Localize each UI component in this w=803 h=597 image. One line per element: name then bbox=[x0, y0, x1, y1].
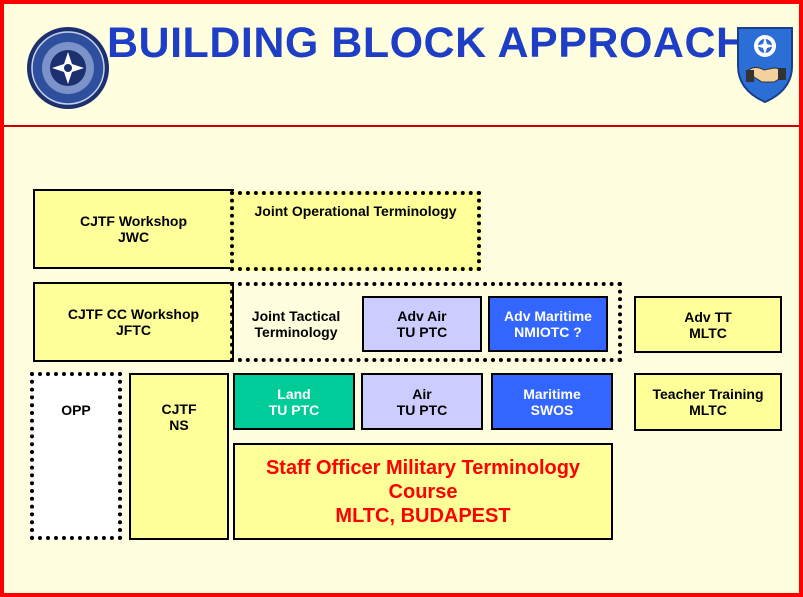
block-adv-tt: Adv TT MLTC bbox=[634, 296, 782, 353]
block-cjtf-ns: CJTF NS bbox=[129, 373, 229, 540]
block-staff-officer-course: Staff Officer Military Terminology Cours… bbox=[233, 443, 613, 540]
pfp-shield-icon bbox=[737, 27, 793, 104]
block-line: CJTF CC Workshop bbox=[67, 306, 200, 322]
block-line: Adv Air bbox=[397, 308, 447, 324]
block-line: Terminology bbox=[254, 324, 338, 340]
block-line: Course bbox=[388, 480, 458, 503]
block-adv-maritime: Adv Maritime NMIOTC ? bbox=[488, 296, 608, 352]
act-seal-icon bbox=[27, 27, 109, 109]
block-line: TU PTC bbox=[268, 401, 320, 418]
block-joint-tactical-frame bbox=[230, 282, 622, 362]
header-divider bbox=[4, 125, 799, 127]
block-line: Land bbox=[277, 385, 311, 402]
block-line: NS bbox=[169, 417, 189, 433]
block-cjtf-workshop: CJTF Workshop JWC bbox=[33, 189, 234, 269]
block-line: Joint Operational Terminology bbox=[254, 203, 457, 219]
block-maritime: Maritime SWOS bbox=[491, 373, 613, 430]
block-line: Maritime bbox=[523, 385, 581, 402]
block-line: MLTC bbox=[689, 324, 727, 341]
block-air: Air TU PTC bbox=[361, 373, 483, 430]
block-line: Joint Tactical bbox=[251, 308, 341, 324]
slide: BUILDING BLOCK APPROACH CJTF Workshop JW… bbox=[4, 4, 799, 593]
block-teacher-training: Teacher Training MLTC bbox=[634, 373, 782, 431]
block-line: MLTC bbox=[689, 402, 727, 418]
block-cjtf-cc-workshop: CJTF CC Workshop JFTC bbox=[33, 282, 234, 362]
block-line: Staff Officer Military Terminology bbox=[265, 456, 581, 479]
page-title: BUILDING BLOCK APPROACH bbox=[107, 19, 748, 67]
block-joint-operational-terminology: Joint Operational Terminology bbox=[230, 191, 481, 271]
block-opp: OPP bbox=[30, 372, 122, 540]
block-line: TU PTC bbox=[396, 401, 448, 418]
block-line: Adv TT bbox=[684, 308, 732, 325]
block-line: Teacher Training bbox=[652, 386, 764, 402]
block-line: JFTC bbox=[116, 322, 151, 338]
block-line: CJTF bbox=[161, 401, 197, 417]
block-line: NMIOTC ? bbox=[514, 324, 582, 340]
block-line: Air bbox=[412, 385, 432, 402]
block-land: Land TU PTC bbox=[233, 373, 355, 430]
block-line: MLTC, BUDAPEST bbox=[335, 504, 511, 527]
block-line: TU PTC bbox=[396, 324, 448, 340]
block-line: SWOS bbox=[530, 401, 574, 418]
block-adv-air: Adv Air TU PTC bbox=[362, 296, 482, 352]
block-line: JWC bbox=[117, 229, 150, 245]
block-joint-tactical-terminology: Joint Tactical Terminology bbox=[236, 296, 356, 352]
block-line: OPP bbox=[61, 402, 91, 418]
block-line: Adv Maritime bbox=[504, 308, 592, 324]
block-line: CJTF Workshop bbox=[79, 213, 188, 229]
